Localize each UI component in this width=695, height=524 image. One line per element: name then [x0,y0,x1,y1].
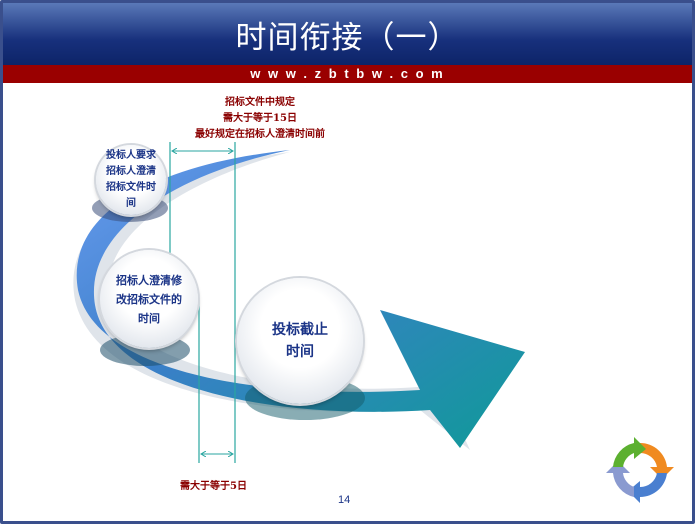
page-number: 14 [338,494,351,506]
note-line: 招标文件中规定 [225,97,295,108]
slide-title: 时间衔接（一） [235,19,460,56]
circle-tenderer-clarification: 招标人澄清修改招标文件的时间 [100,250,198,348]
note-line: 需大于等于15日 [223,113,297,124]
bottom-note: 需大于等于5日 [180,481,247,492]
circle-bidder-clarification-request: 投标人要求招标人澄清招标文件时间 [96,145,166,215]
arrow-body [76,150,526,448]
website-bar: w w w . z b t b w . c o m [3,65,692,83]
circle-bid-deadline: 投标截止时间 [237,278,363,404]
top-note: 招标文件中规定 需大于等于15日 最好规定在招标人澄清时间前 [160,95,360,143]
cycle-arrows-icon [606,437,674,503]
note-line: 最好规定在招标人澄清时间前 [195,129,325,140]
header: 时间衔接（一） [3,3,692,65]
